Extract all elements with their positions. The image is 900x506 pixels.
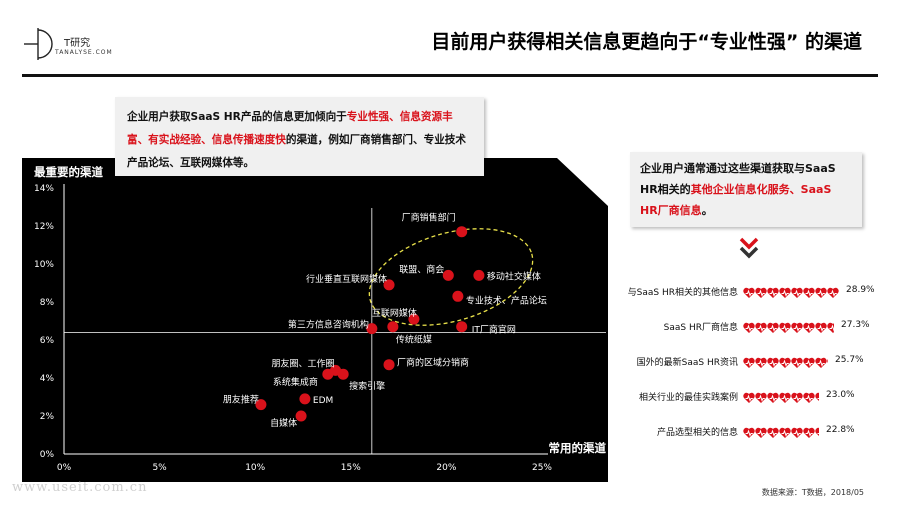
callout-right-text-1: 企业用户通常通过这些渠道获取与SaaS HR相关的	[640, 162, 836, 196]
bar-row: 产品选型相关的信息 22.8%	[600, 422, 900, 442]
bar-row: 国外的最新SaaS HR资讯 25.7%	[600, 352, 900, 372]
bar	[743, 391, 819, 404]
data-point	[456, 226, 468, 238]
data-point-label: 移动社交媒体	[487, 270, 541, 282]
bar	[743, 356, 828, 369]
y-tick-label: 8%	[40, 298, 55, 308]
bar-value-label: 22.8%	[826, 425, 855, 435]
scatter-chart-svg: 0% 2% 4% 6% 8% 10% 12% 14% 0% 5% 10% 15% 20% 25% 最重要的渠…	[34, 158, 608, 473]
y-tick-label: 14%	[34, 184, 54, 194]
data-source: 数据来源：T数据，2018/05	[761, 488, 864, 497]
data-point	[383, 359, 395, 371]
y-tick-label: 0%	[40, 450, 55, 460]
callout-left-text-2: 的渠道，例如厂商销售部门、专业技术产品论坛、互联网媒体等。	[127, 134, 466, 169]
data-point	[383, 279, 395, 291]
data-point-label: 系统集成商	[273, 376, 318, 388]
bar-row: 与SaaS HR相关的其他信息 28.9%	[600, 282, 900, 302]
x-tick-label: 5%	[152, 463, 167, 473]
data-point	[387, 321, 399, 333]
bar-row: 相关行业的最佳实践案例 23.0%	[600, 387, 900, 407]
data-point-label: 朋友推荐	[223, 394, 259, 406]
data-point-label: 第三方信息咨询机构	[288, 319, 369, 331]
data-point	[452, 290, 464, 302]
data-point-label: 厂商销售部门	[402, 212, 456, 224]
bar	[743, 426, 819, 439]
callout-right-text-2: 。	[701, 204, 713, 217]
logo-name: T研究	[64, 38, 91, 49]
logo-subtitle: TANALYSE.COM	[55, 49, 113, 56]
bar-value-label: 27.3%	[841, 320, 870, 330]
data-point	[337, 368, 349, 380]
scatter-chart: 0% 2% 4% 6% 8% 10% 12% 14% 0% 5% 10% 15% 20% 25% 最重要的渠…	[22, 158, 608, 482]
data-point	[456, 321, 468, 333]
bar-value-label: 23.0%	[826, 390, 855, 400]
logo-mark-icon	[24, 28, 53, 60]
title-divider	[22, 74, 878, 77]
x-tick-label: 10%	[245, 463, 265, 473]
data-point	[295, 410, 307, 422]
callout-right-highlight: 其他企业信息化服务、SaaS HR厂商信息	[640, 183, 832, 217]
callout-left-text-1: 企业用户获取SaaS HR产品的信息更加倾向于	[127, 111, 347, 123]
bar-category-label: 相关行业的最佳实践案例	[638, 393, 738, 403]
data-point-label: EDM	[313, 396, 333, 406]
y-tick-label: 10%	[34, 260, 54, 270]
bar	[743, 286, 839, 299]
data-point	[299, 393, 311, 405]
bar-value-label: 25.7%	[835, 355, 864, 365]
data-point	[322, 368, 334, 380]
data-point-label: 朋友圈、工作圈	[271, 357, 334, 369]
data-point-label: 行业垂直互联网媒体	[306, 273, 387, 285]
x-tick-label: 0%	[57, 463, 72, 473]
x-tick-label: 20%	[436, 463, 456, 473]
highlight-ellipse	[368, 228, 534, 326]
bar-value-label: 28.9%	[846, 285, 875, 295]
data-point-label: IT厂商官网	[472, 324, 516, 336]
data-point-label: 专业技术、产品论坛	[466, 294, 547, 306]
callout-left: 企业用户获取SaaS HR产品的信息更加倾向于专业性强、信息资源丰富、有实战经验…	[115, 97, 484, 176]
data-point	[255, 399, 267, 411]
data-point-label: 自媒体	[270, 417, 297, 429]
data-point-label: 厂商的区域分销商	[397, 357, 469, 369]
callout-right: 企业用户通常通过这些渠道获取与SaaS HR相关的其他企业信息化服务、SaaS …	[630, 152, 862, 227]
data-point-label: 传统纸媒	[396, 334, 432, 346]
brand-logo: T研究 TANALYSE.COM	[22, 24, 132, 64]
watermark: www.useit.com.cn	[12, 480, 148, 495]
data-point	[442, 269, 454, 281]
y-tick-label: 12%	[34, 222, 54, 232]
chart-corner-notch	[557, 158, 608, 206]
bar	[743, 321, 834, 334]
y-tick-label: 4%	[40, 374, 55, 384]
x-axis-title: 常用的渠道	[549, 441, 607, 455]
data-point	[473, 269, 485, 281]
bar-category-label: SaaS HR厂商信息	[663, 323, 738, 333]
data-point-label: 搜索引擎	[349, 380, 385, 392]
page-title: 目前用户获得相关信息更趋向于“专业性强” 的渠道	[431, 31, 862, 53]
callout-left-highlight: 专业性强、信息资源丰富、有实战经验、信息传播速度快	[127, 111, 453, 146]
bar-row: SaaS HR厂商信息 27.3%	[600, 317, 900, 337]
data-point-label: 联盟、商会	[399, 263, 444, 275]
data-point	[408, 313, 420, 325]
double-chevron-down-icon	[739, 237, 759, 259]
x-tick-label: 15%	[341, 463, 361, 473]
y-tick-label: 2%	[40, 412, 55, 422]
data-point	[366, 323, 378, 335]
y-tick-label: 6%	[40, 336, 55, 346]
y-axis-title: 最重要的渠道	[34, 165, 103, 179]
bar-category-label: 与SaaS HR相关的其他信息	[627, 288, 738, 298]
bar-category-label: 国外的最新SaaS HR资讯	[636, 358, 738, 368]
bar-category-label: 产品选型相关的信息	[656, 428, 738, 438]
x-tick-label: 25%	[532, 463, 552, 473]
data-point-label: 互联网媒体	[372, 307, 417, 319]
